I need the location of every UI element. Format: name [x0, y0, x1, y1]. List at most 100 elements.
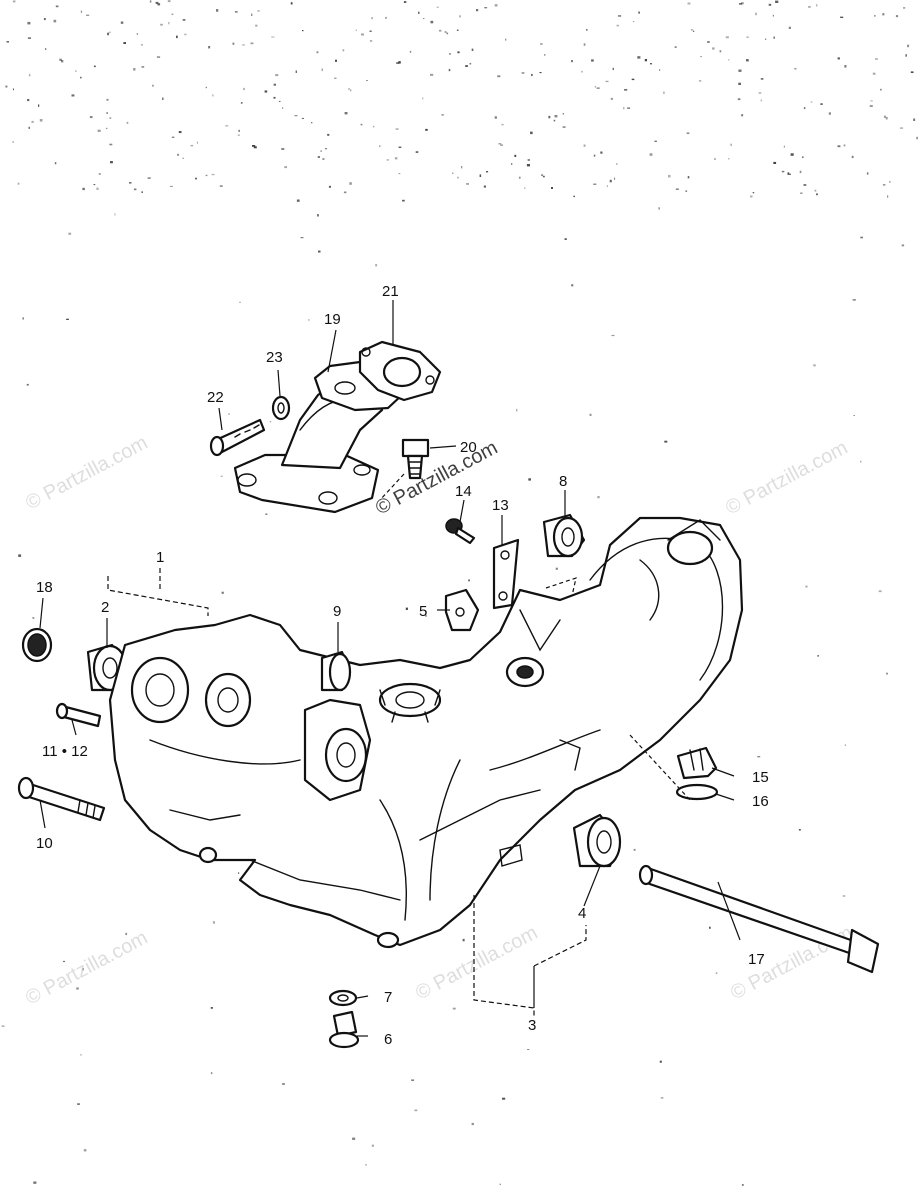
noise-speck — [465, 65, 468, 67]
callout-16: 16 — [752, 793, 769, 810]
noise-speck — [349, 182, 352, 185]
noise-speck — [352, 1137, 356, 1140]
noise-speck — [26, 383, 29, 386]
noise-speck — [281, 148, 285, 150]
noise-speck — [910, 71, 914, 73]
noise-speck — [361, 33, 364, 36]
noise-speck — [542, 175, 545, 178]
noise-speck — [238, 872, 240, 874]
callout-7: 7 — [384, 989, 392, 1006]
callout-8: 8 — [559, 473, 567, 490]
callout-11-12: 11 • 12 — [42, 743, 88, 760]
noise-speck — [866, 172, 869, 175]
leader-lines — [39, 300, 741, 1037]
noise-speck — [379, 145, 381, 147]
noise-speck — [167, 0, 171, 3]
noise-speck — [425, 128, 428, 131]
noise-speck — [611, 334, 615, 337]
noise-speck — [86, 14, 90, 16]
noise-speck — [350, 89, 352, 92]
noise-speck — [878, 590, 882, 593]
noise-speck — [284, 166, 287, 169]
noise-speck — [452, 172, 454, 174]
noise-speck — [317, 156, 320, 158]
noise-speck — [659, 69, 661, 71]
noise-speck — [219, 185, 223, 187]
noise-speck — [257, 10, 260, 12]
noise-speck — [12, 88, 14, 91]
callout-20: 20 — [460, 439, 477, 456]
noise-speck — [28, 126, 30, 129]
noise-speck — [252, 145, 256, 147]
noise-speck — [195, 177, 197, 180]
callout-10: 10 — [36, 835, 53, 852]
noise-speck — [371, 17, 373, 20]
noise-speck — [251, 13, 253, 16]
noise-speck — [225, 125, 229, 127]
watermark: © Partzilla.com — [22, 432, 151, 515]
bracket-5 — [444, 588, 480, 632]
noise-speck — [396, 62, 400, 64]
noise-speck — [282, 1083, 285, 1085]
noise-speck — [760, 78, 764, 80]
noise-speck — [882, 184, 886, 186]
noise-speck — [105, 127, 108, 129]
noise-speck — [12, 0, 16, 3]
noise-speck — [555, 567, 558, 570]
noise-speck — [162, 97, 164, 100]
noise-speck — [660, 1097, 664, 1099]
noise-speck — [335, 59, 337, 62]
noise-speck — [466, 183, 469, 185]
noise-speck — [494, 116, 497, 119]
noise-speck — [456, 29, 459, 31]
noise-speck — [853, 415, 855, 416]
noise-speck — [418, 11, 420, 14]
noise-speck — [497, 75, 501, 78]
noise-speck — [844, 65, 847, 68]
noise-speck — [715, 972, 718, 974]
noise-speck — [54, 162, 57, 165]
noise-speck — [141, 66, 145, 68]
noise-speck — [394, 157, 398, 160]
noise-speck — [730, 143, 732, 146]
noise-speck — [33, 1181, 37, 1184]
noise-speck — [398, 61, 401, 64]
noise-speck — [500, 144, 503, 146]
noise-speck — [698, 80, 702, 82]
noise-speck — [149, 0, 152, 3]
noise-speck — [530, 131, 533, 135]
noise-speck — [612, 67, 614, 71]
noise-speck — [596, 87, 600, 89]
noise-speck — [700, 56, 702, 58]
callout-6: 6 — [384, 1031, 392, 1048]
noise-speck — [221, 591, 224, 594]
noise-speck — [486, 171, 489, 173]
noise-speck — [837, 57, 840, 60]
noise-speck — [372, 125, 375, 128]
noise-speck — [644, 59, 647, 62]
noise-speck — [738, 69, 742, 72]
noise-speck — [75, 70, 77, 72]
noise-speck — [654, 140, 657, 142]
noise-speck — [83, 1149, 87, 1152]
noise-speck — [760, 99, 762, 102]
noise-speck — [126, 121, 129, 124]
noise-speck — [600, 151, 603, 154]
noise-speck — [593, 154, 596, 157]
noise-speck — [205, 86, 207, 89]
noise-speck — [398, 146, 402, 148]
noise-speck — [205, 174, 208, 177]
noise-speck — [385, 16, 387, 19]
noise-speck — [870, 100, 873, 102]
noise-speck — [342, 49, 345, 52]
noise-speck — [178, 131, 182, 134]
noise-speck — [594, 86, 596, 88]
noise-speck — [783, 145, 785, 148]
noise-speck — [516, 408, 518, 412]
noise-speck — [638, 11, 640, 14]
noise-speck — [548, 115, 551, 119]
noise-speck — [802, 156, 804, 158]
noise-speck — [820, 103, 823, 105]
noise-speck — [184, 33, 187, 36]
noise-speck — [583, 43, 586, 46]
